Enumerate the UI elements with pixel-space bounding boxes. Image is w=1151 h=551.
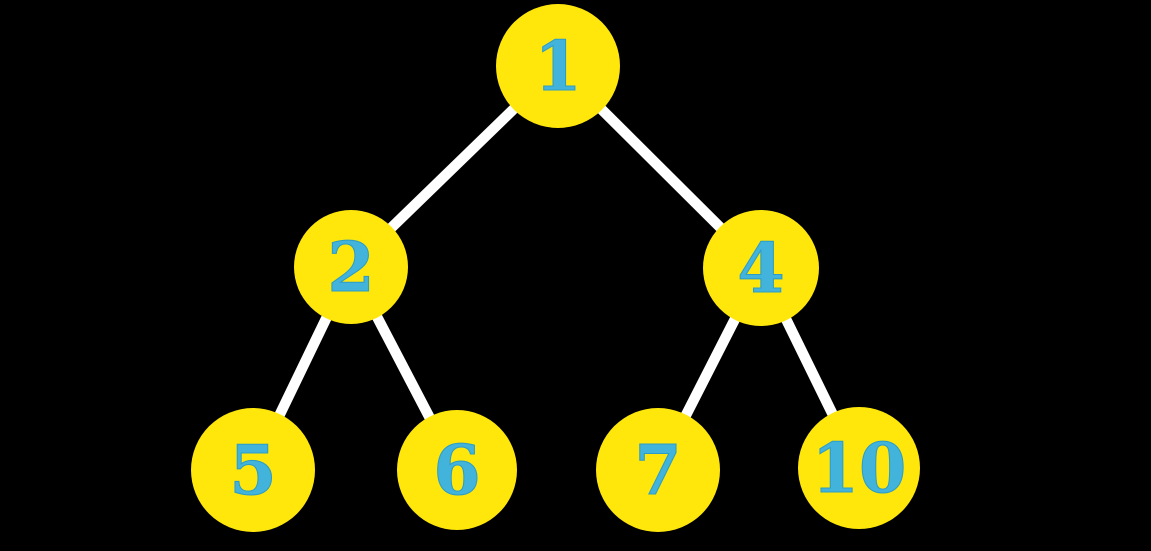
tree-node-label: 10 xyxy=(812,429,907,509)
tree-node-circle xyxy=(596,408,720,532)
tree-node-2: 2 xyxy=(294,210,408,324)
tree-node-label: 4 xyxy=(737,229,784,309)
tree-node-circle xyxy=(798,407,920,529)
tree-node-circle xyxy=(496,4,620,128)
tree-node-10: 10 xyxy=(798,407,920,529)
tree-node-circle xyxy=(703,210,819,326)
tree-node-5: 5 xyxy=(191,408,315,532)
tree-node-7: 7 xyxy=(596,408,720,532)
tree-nodes-layer: 1 2 4 5 6 7 10 xyxy=(191,4,920,532)
tree-node-label: 5 xyxy=(229,431,276,511)
tree-node-label: 7 xyxy=(634,431,681,511)
tree-node-label: 1 xyxy=(534,27,581,107)
tree-node-label: 6 xyxy=(433,431,480,511)
tree-node-circle xyxy=(397,410,517,530)
tree-node-1: 1 xyxy=(496,4,620,128)
tree-node-4: 4 xyxy=(703,210,819,326)
tree-node-label: 2 xyxy=(327,228,374,308)
tree-node-circle xyxy=(191,408,315,532)
tree-node-circle xyxy=(294,210,408,324)
tree-node-6: 6 xyxy=(397,410,517,530)
